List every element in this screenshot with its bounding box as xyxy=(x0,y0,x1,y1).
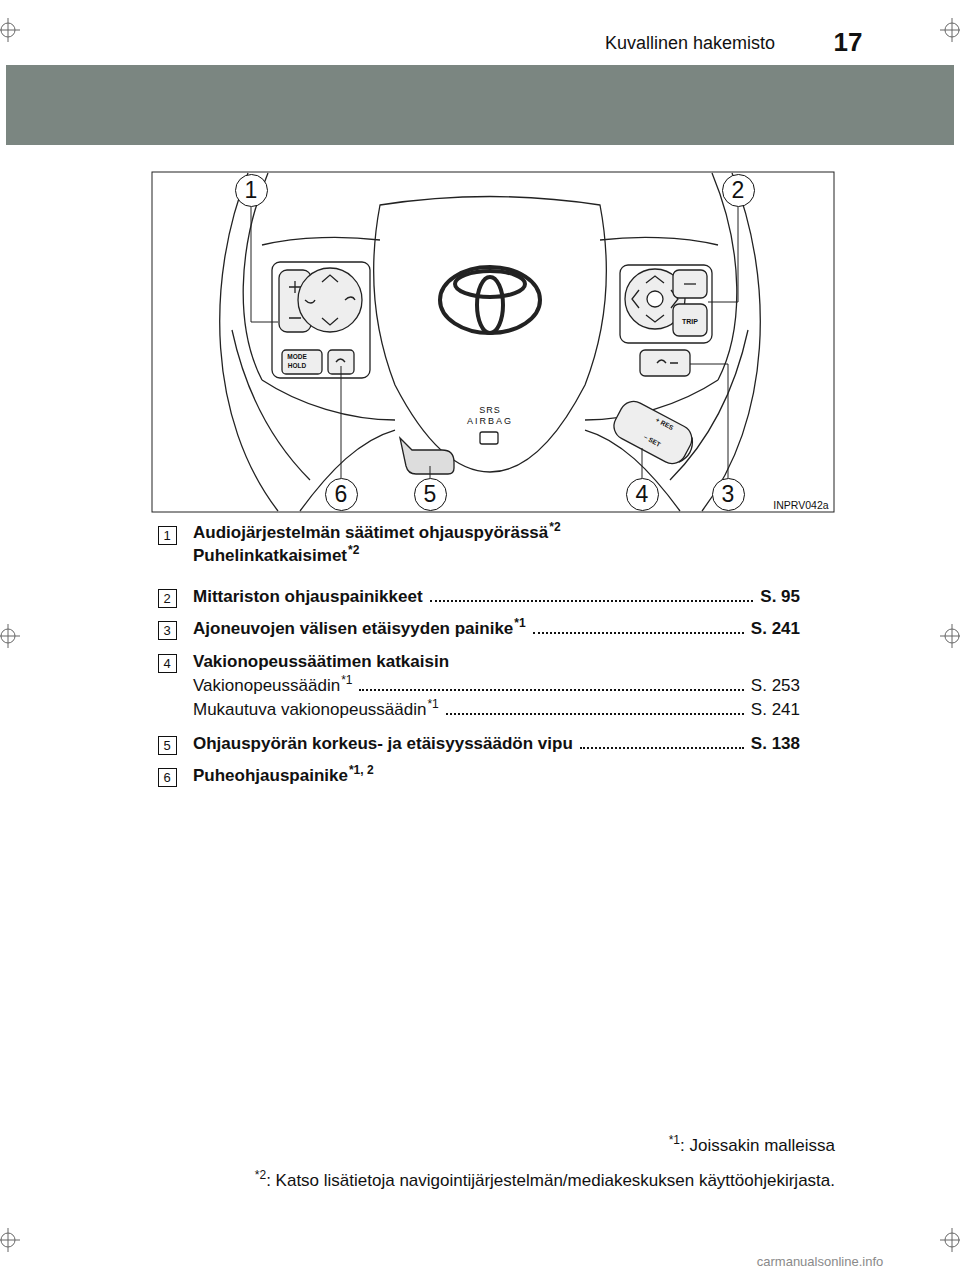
part-label: INPRV042a xyxy=(773,499,828,511)
list-line: Ajoneuvojen välisen etäisyyden painike*1 xyxy=(193,619,526,639)
footnote-mark: *2 xyxy=(348,543,359,557)
callout-circle: 4 xyxy=(626,478,659,511)
dot-leader xyxy=(533,632,744,634)
cruise-stalk xyxy=(609,397,699,470)
callout-circle: 1 xyxy=(235,174,268,207)
callout-box: 4 xyxy=(158,654,177,673)
page-header: Kuvallinen hakemisto xyxy=(605,33,775,54)
list-line: Mukautuva vakionopeussäädin*1 xyxy=(193,700,439,720)
part-label: TRIP xyxy=(682,318,698,326)
list-line: Puheohjauspainike*1, 2 xyxy=(193,766,374,786)
part-label: AIRBAG xyxy=(467,416,513,426)
list-line: Puhelinkatkaisimet*2 xyxy=(193,546,359,566)
callout-number: 6 xyxy=(163,770,170,785)
footnote-mark: *2 xyxy=(255,1168,266,1182)
footnote-mark: *2 xyxy=(549,520,560,534)
callout-circle: 3 xyxy=(712,478,745,511)
brand-logo xyxy=(440,267,540,333)
footnote-mark: *1, 2 xyxy=(349,763,374,777)
right-switch-panel xyxy=(620,265,712,376)
leader-lines xyxy=(251,207,738,478)
callout-number: 1 xyxy=(163,528,170,543)
tilt-lever xyxy=(400,438,454,474)
footnote-mark: *1 xyxy=(341,673,352,687)
callout-number: 4 xyxy=(163,656,170,671)
item-text: Mukautuva vakionopeussäädin xyxy=(193,700,426,719)
callout-number: 2 xyxy=(732,177,745,204)
list-line: *1: Joissakin malleissa xyxy=(668,1136,835,1156)
item-text: Vakionopeussäädin xyxy=(193,676,340,695)
callout-box: 5 xyxy=(158,736,177,755)
wheel-right-half xyxy=(585,173,760,511)
callout-number: 6 xyxy=(335,481,348,508)
item-text: Puheohjauspainike xyxy=(193,766,348,785)
callout-number: 1 xyxy=(245,177,258,204)
callout-number: 3 xyxy=(163,623,170,638)
leader-line xyxy=(341,366,342,478)
leader-line xyxy=(690,364,728,478)
left-switch-panel xyxy=(272,262,370,378)
leader-line xyxy=(430,466,431,478)
item-text: Vakionopeussäätimen katkaisin xyxy=(193,652,449,671)
callout-number: 4 xyxy=(636,481,649,508)
airbag-pad xyxy=(374,197,607,473)
wheel-left-half xyxy=(220,173,395,511)
callout-box: 3 xyxy=(158,621,177,640)
list-line: *2: Katso lisätietoja navigointijärjeste… xyxy=(254,1171,835,1191)
callout-number: 5 xyxy=(424,481,437,508)
footnote-mark: *1 xyxy=(669,1133,680,1147)
dot-leader xyxy=(359,689,743,691)
item-text: Ohjauspyörän korkeus- ja etäisyyssäädön … xyxy=(193,734,573,753)
item-text: Ajoneuvojen välisen etäisyyden painike xyxy=(193,619,513,638)
callout-circle: 5 xyxy=(414,478,447,511)
item-text: : Katso lisätietoja navigointijärjestelm… xyxy=(266,1171,835,1190)
callout-circle: 2 xyxy=(722,174,755,207)
footnote-mark: *1 xyxy=(514,616,525,630)
page-reference: S. 253 xyxy=(751,676,800,696)
item-text: Puhelinkatkaisimet xyxy=(193,546,347,565)
callout-box: 1 xyxy=(158,526,177,545)
callout-box: 6 xyxy=(158,768,177,787)
list-line: Vakionopeussäätimen katkaisin xyxy=(193,652,449,672)
list-line: Mittariston ohjauspainikkeet xyxy=(193,587,423,607)
item-text: Audiojärjestelmän säätimet ohjauspyöräss… xyxy=(193,523,548,542)
steering-wheel xyxy=(220,173,761,511)
page-reference: S. 138 xyxy=(751,734,800,754)
dot-leader xyxy=(430,600,754,602)
list-line: Audiojärjestelmän säätimet ohjauspyöräss… xyxy=(193,523,561,543)
leader-line xyxy=(251,207,278,322)
footnote-mark: *1 xyxy=(427,697,438,711)
leader-line xyxy=(642,448,643,478)
callout-number: 2 xyxy=(163,591,170,606)
page-reference: S. 95 xyxy=(760,587,800,607)
part-label: SRS xyxy=(479,405,501,415)
leader-line xyxy=(708,207,738,302)
callout-box: 2 xyxy=(158,589,177,608)
list-line: Ohjauspyörän korkeus- ja etäisyyssäädön … xyxy=(193,734,573,754)
crop-marks xyxy=(0,18,960,1252)
figure-frame xyxy=(152,172,834,512)
callout-number: 3 xyxy=(722,481,735,508)
dot-leader xyxy=(446,713,744,715)
list-line: Vakionopeussäädin*1 xyxy=(193,676,352,696)
callout-number: 5 xyxy=(163,738,170,753)
header-band xyxy=(6,65,954,145)
part-label: HOLD xyxy=(288,362,306,369)
horn-icon xyxy=(480,432,498,444)
item-text: Mittariston ohjauspainikkeet xyxy=(193,587,423,606)
part-label: MODE xyxy=(287,353,307,360)
item-text: : Joissakin malleissa xyxy=(680,1136,835,1155)
watermark: carmanualsonline.info xyxy=(757,1255,883,1270)
dot-leader xyxy=(580,747,744,749)
page-reference: S. 241 xyxy=(751,700,800,720)
page-reference: S. 241 xyxy=(751,619,800,639)
page-header: 17 xyxy=(834,28,863,58)
callout-circle: 6 xyxy=(325,478,358,511)
